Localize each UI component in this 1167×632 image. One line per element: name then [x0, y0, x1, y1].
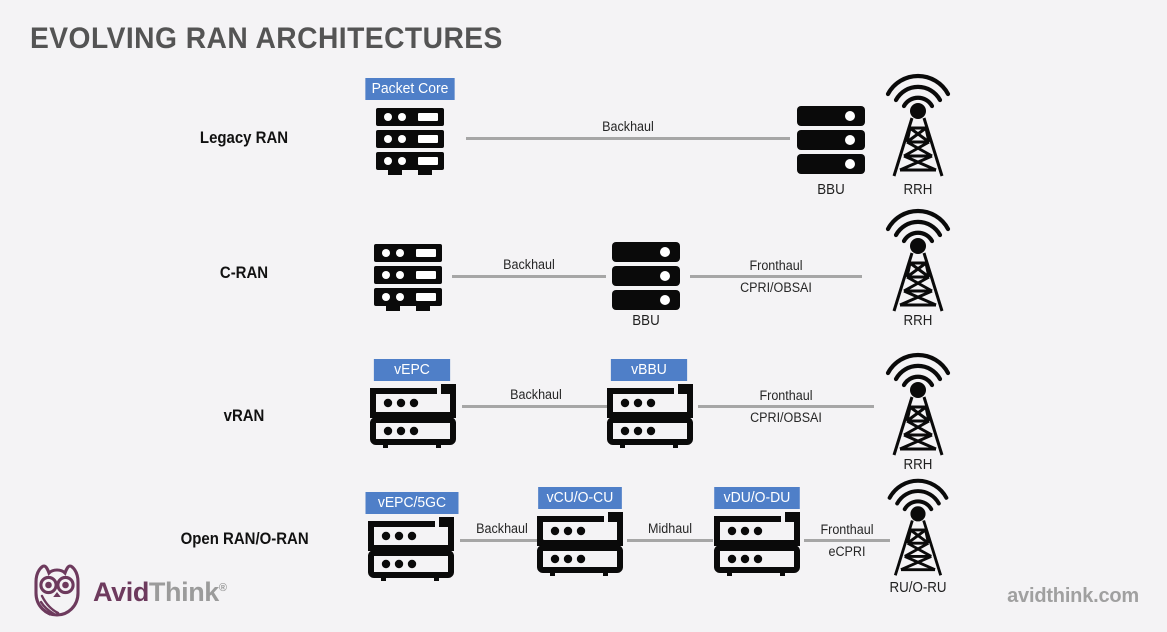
- caption-ru-o-ru: RU/O-RU: [889, 580, 947, 596]
- badge-vcu-o-cu[interactable]: vCU/O-CU: [538, 487, 622, 509]
- cell-tower-icon: [884, 72, 952, 182]
- badge-vbbu[interactable]: vBBU: [610, 359, 688, 381]
- row-label-c-ran: C-RAN: [219, 263, 269, 282]
- link-line: [627, 539, 713, 542]
- link-line: [804, 539, 890, 542]
- link-fronthaul: Fronthaul eCPRI: [804, 512, 890, 567]
- link-label-bottom: CPRI/OBSAI: [740, 280, 812, 295]
- link-label-top: Fronthaul: [759, 388, 813, 403]
- caption-rrh: RRH: [903, 182, 933, 198]
- caption-bbu: BBU: [817, 182, 845, 198]
- badge-packet-core[interactable]: Packet Core: [365, 78, 455, 100]
- server-outline-icon: [368, 384, 458, 448]
- logo-word-think: Think: [148, 577, 219, 607]
- cell-tower-icon: [884, 207, 952, 317]
- owl-icon: [30, 562, 84, 623]
- caption-rrh: RRH: [903, 457, 933, 473]
- link-label-top: Midhaul: [648, 521, 692, 536]
- row-label-open-ran: Open RAN/O-RAN: [180, 529, 309, 548]
- link-label-top: Backhaul: [476, 521, 528, 536]
- link-backhaul: Backhaul: [466, 110, 790, 152]
- server-black-icon: [370, 242, 446, 318]
- caption-bbu: BBU: [632, 313, 660, 329]
- server-outline-icon: [366, 517, 456, 581]
- link-midhaul: Midhaul: [627, 512, 713, 554]
- server-outline-icon: [712, 512, 802, 576]
- link-label-top: Backhaul: [510, 387, 562, 402]
- link-label-top: Fronthaul: [820, 522, 874, 537]
- bbu-black-icon: [612, 242, 680, 314]
- cell-tower-icon: [884, 477, 952, 581]
- link-label-bottom: eCPRI: [828, 544, 866, 559]
- link-fronthaul: Fronthaul CPRI/OBSAI: [698, 378, 874, 433]
- website-url: avidthink.com: [1007, 585, 1139, 607]
- link-label-bottom: CPRI/OBSAI: [750, 410, 822, 425]
- server-outline-icon: [535, 512, 625, 576]
- logo-wordmark: AvidThink®: [93, 579, 227, 606]
- cell-tower-icon: [884, 351, 952, 461]
- logo-word-avid: Avid: [93, 577, 149, 607]
- badge-vdu-o-du[interactable]: vDU/O-DU: [714, 487, 800, 509]
- caption-rrh: RRH: [903, 313, 933, 329]
- server-outline-icon: [605, 384, 695, 448]
- link-line: [690, 275, 862, 278]
- bbu-black-icon: [797, 106, 865, 178]
- link-label-top: Backhaul: [503, 257, 555, 272]
- link-label-top: Fronthaul: [749, 258, 803, 273]
- link-backhaul: Backhaul: [460, 512, 544, 554]
- link-line: [460, 539, 544, 542]
- avidthink-logo[interactable]: AvidThink®: [30, 562, 227, 623]
- link-backhaul: Backhaul: [452, 248, 606, 290]
- server-black-icon: [372, 106, 448, 182]
- row-label-vran: vRAN: [223, 406, 265, 425]
- link-label-top: Backhaul: [602, 119, 654, 134]
- link-line: [462, 405, 610, 408]
- link-backhaul: Backhaul: [462, 378, 610, 420]
- link-line: [452, 275, 606, 278]
- registered-trademark-icon: ®: [218, 582, 227, 594]
- badge-vepc[interactable]: vEPC: [373, 359, 451, 381]
- row-label-legacy-ran: Legacy RAN: [199, 128, 289, 147]
- link-line: [466, 137, 790, 140]
- badge-vepc-5gc[interactable]: vEPC/5GC: [365, 492, 459, 514]
- link-fronthaul: Fronthaul CPRI/OBSAI: [690, 248, 862, 303]
- link-line: [698, 405, 874, 408]
- page-title: EVOLVING RAN ARCHITECTURES: [30, 22, 503, 55]
